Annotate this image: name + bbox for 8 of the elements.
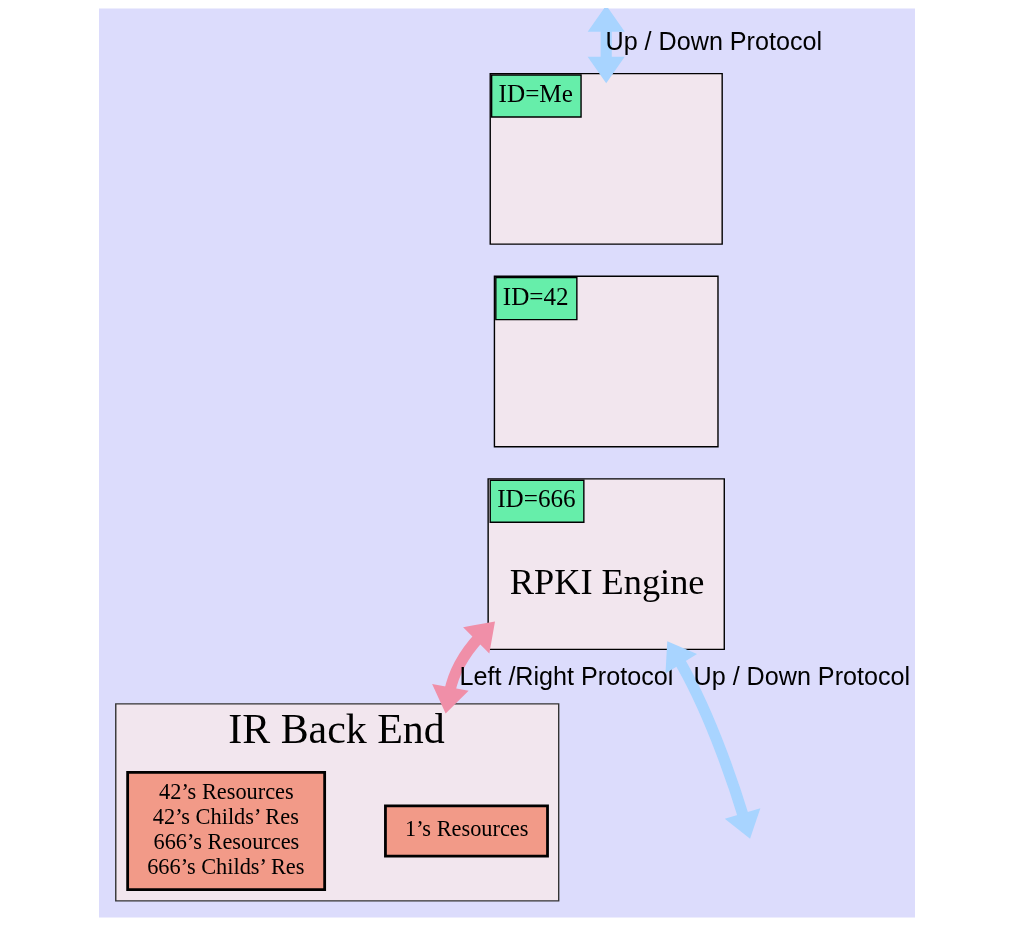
edge-label: Up / Down Protocol [605,27,823,56]
node-box: 1’s Resources [384,804,549,858]
node-box: 42’s Resources 42’s Childs’ Res 666’s Resources 666’s Childs’ Res [126,770,327,892]
arrow [665,641,761,839]
edge-label: Left /Right Protocol [459,661,674,690]
arrow [432,621,495,714]
arrow [587,8,625,84]
edge-label: Up / Down Protocol [693,661,911,690]
